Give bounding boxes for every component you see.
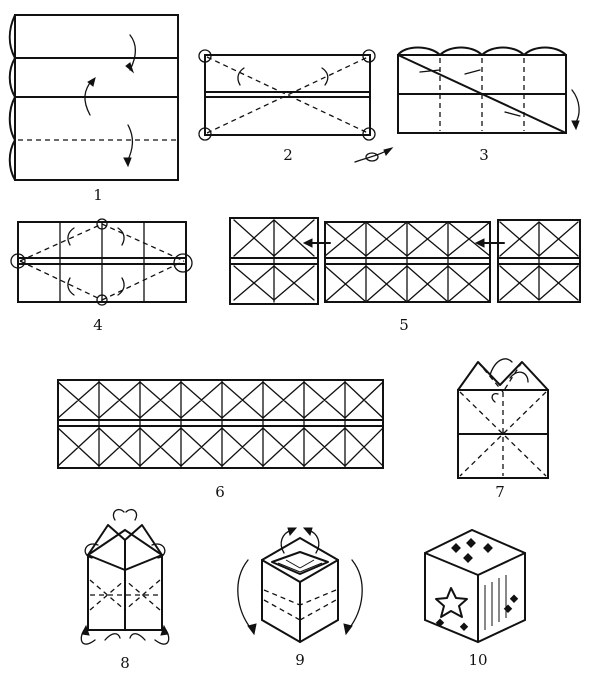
- corner-marker: [10, 253, 26, 269]
- step-1-label: 1: [93, 186, 103, 204]
- corner-marker: [362, 127, 376, 141]
- step-4-label: 4: [93, 316, 103, 334]
- step-4-figure: [10, 218, 193, 306]
- step-1-figure: [8, 14, 179, 181]
- step-6-figure: [57, 379, 384, 469]
- step-2-figure: [198, 49, 394, 163]
- step-7-figure: [457, 358, 549, 479]
- step-9-figure: [237, 527, 363, 644]
- corner-marker: [362, 49, 376, 63]
- step-3-figure: [397, 46, 580, 134]
- step-3-label: 3: [479, 146, 489, 164]
- step-8-label: 8: [120, 654, 130, 672]
- corner-marker: [198, 127, 212, 141]
- step-8-figure: [80, 508, 170, 645]
- step-9-label: 9: [295, 651, 305, 669]
- step-5-figure: [229, 217, 581, 305]
- corner-marker: [173, 253, 193, 273]
- step-10-figure: [424, 528, 526, 644]
- step-10-label: 10: [468, 651, 487, 669]
- corner-marker: [198, 49, 212, 63]
- step-6-label: 6: [215, 483, 225, 501]
- corner-marker: [96, 218, 108, 230]
- step-7-label: 7: [495, 483, 505, 501]
- step-2-label: 2: [283, 146, 293, 164]
- corner-marker: [96, 294, 108, 306]
- step-5-label: 5: [399, 316, 409, 334]
